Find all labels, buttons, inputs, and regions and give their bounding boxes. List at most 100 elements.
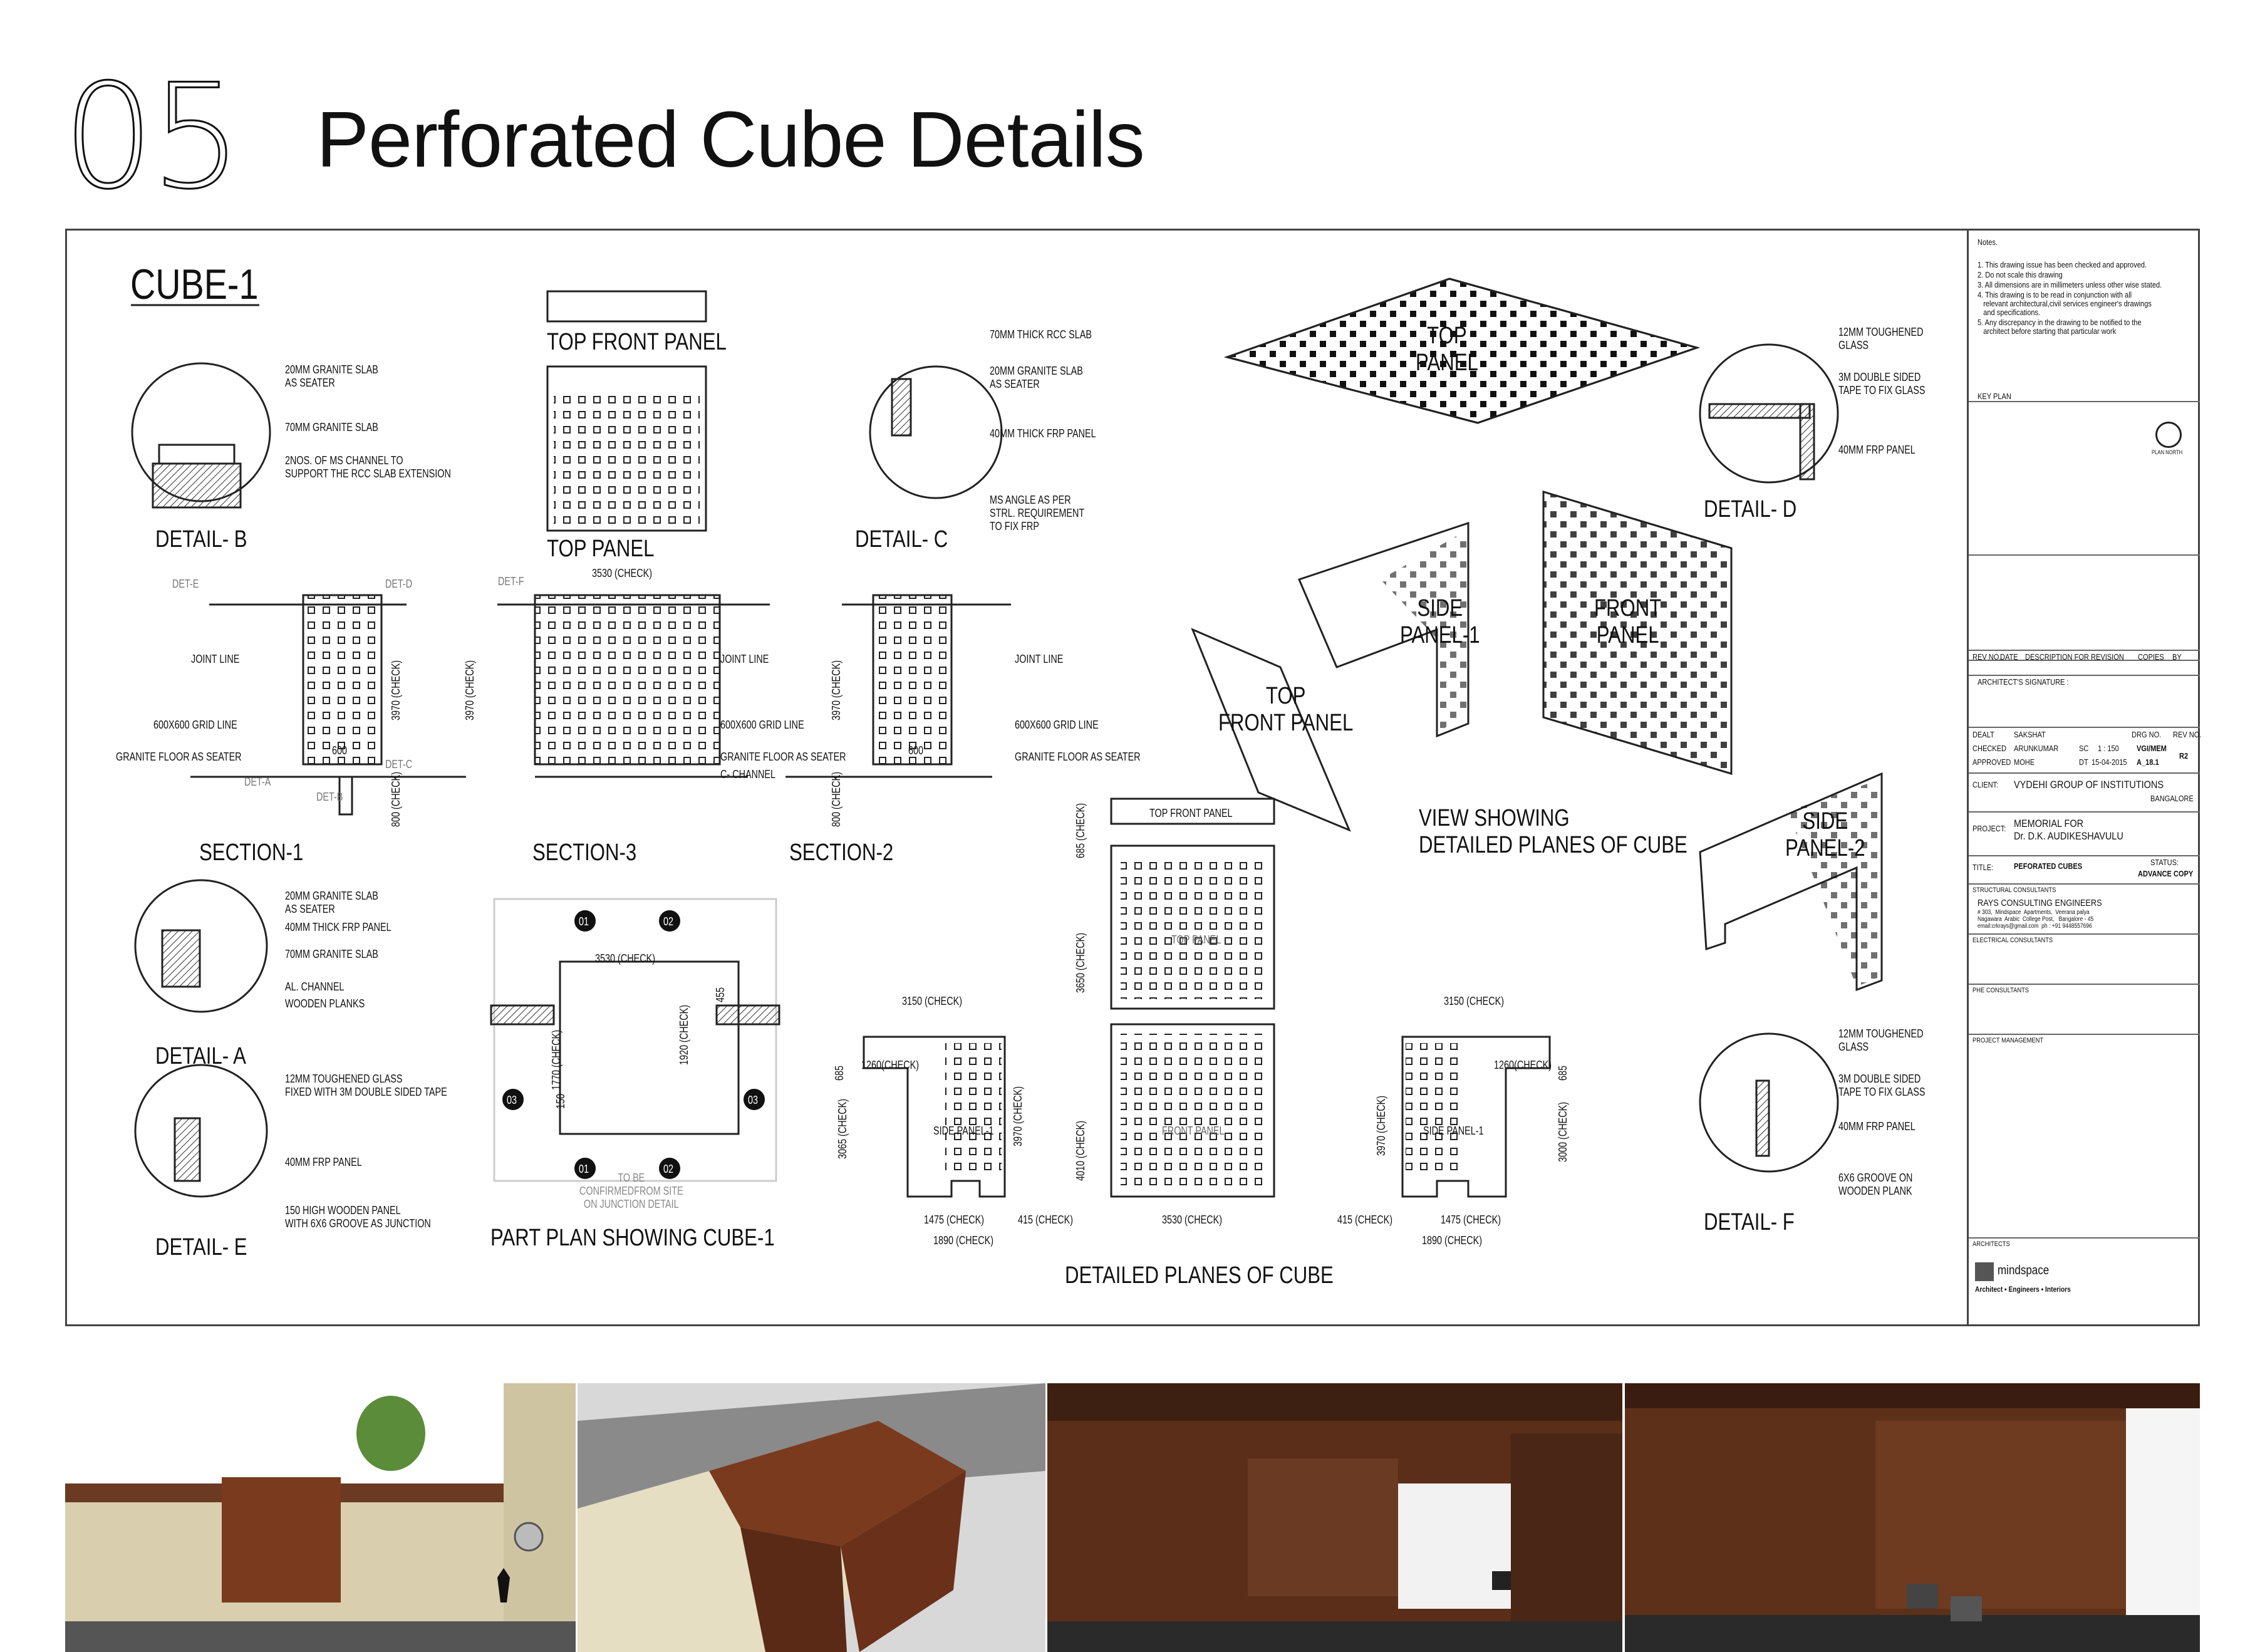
granite-floor-label-2: GRANITE FLOOR AS SEATER (720, 751, 846, 763)
date-value: 15-04-2015 (2092, 757, 2127, 767)
structural-label: STRUCTURAL CONSULTANTS (1972, 886, 2056, 894)
structural-address: # 303, Mindspace Apartments, Veerana pal… (1978, 909, 2094, 930)
status-label: STATUS: (2150, 858, 2179, 867)
title-block: Notes. 1. This drawing issue has been ch… (1967, 229, 2201, 1326)
dim-600-2: 600 (908, 744, 924, 757)
north-arrow-icon (2155, 422, 2182, 448)
dealt-by: SAKSHAT (2014, 730, 2046, 739)
detail-e-note-1: 12MM TOUGHENED GLASS FIXED WITH 3M DOUBL… (285, 1073, 447, 1098)
note-5: relevant architectural,civil services en… (1978, 299, 2152, 308)
planes-dim-3970-b: 3970 (CHECK) (1375, 1095, 1387, 1156)
dim-800-sec2: 800 (CHECK) (830, 771, 842, 827)
dt-label: DT (2079, 757, 2088, 767)
plan-dim-1770: 1770 (CHECK) (550, 1029, 562, 1090)
note-7: 5. Any discrepancy in the drawing to be … (1978, 318, 2142, 327)
approved-label: APPROVED (1972, 757, 2011, 767)
detail-c-note-4: MS ANGLE AS PER STRL. REQUIREMENT TO FIX… (990, 494, 1085, 532)
detail-a-note-5: WOODEN PLANKS (285, 997, 365, 1010)
drawing-linework (131, 278, 1883, 1198)
rev-col-date: DATE (2000, 652, 2018, 662)
architect-signature-label: ARCHITECT'S SIGNATURE : (1978, 677, 2069, 687)
detail-f-note-4: 6X6 GROOVE ON WOODEN PLANK (1838, 1171, 1913, 1197)
iso-side-panel-1-label: SIDE PANEL-1 (1400, 595, 1480, 648)
sheet-number: 05 (62, 54, 244, 221)
planes-dim-415-a: 415 (CHECK) (1018, 1213, 1074, 1226)
planes-dim-4010: 4010 (CHECK) (1074, 1120, 1087, 1181)
detail-c-note-2: 20MM GRANITE SLAB AS SEATER (990, 365, 1083, 390)
note-8: architect before starting that particula… (1978, 326, 2117, 336)
view-caption: VIEW SHOWING DETAILED PLANES OF CUBE (1419, 805, 1687, 858)
section-2-title: SECTION-2 (789, 839, 894, 866)
planes-dim-415-b: 415 (CHECK) (1337, 1213, 1393, 1226)
detail-c-title: DETAIL- C (855, 526, 948, 553)
dim-3970-sec1: 3970 (CHECK) (390, 660, 402, 720)
iso-side-panel-2-label: SIDE PANEL-2 (1785, 808, 1865, 861)
planes-dim-685: 685 (CHECK) (1074, 803, 1087, 858)
planes-side1-label: SIDE PANEL-1 (933, 1125, 994, 1137)
note-2: 2. Do not scale this drawing (1978, 270, 2063, 279)
note-6: and specifications. (1978, 308, 2041, 317)
dim-3970-sec3: 3970 (CHECK) (464, 660, 476, 720)
det-e-tag: DET-E (172, 578, 199, 590)
dim-3970-sec2: 3970 (CHECK) (830, 660, 842, 720)
rev-col-no: REV NO. (1972, 652, 2001, 662)
notes-heading: Notes. (1978, 237, 1998, 247)
render-street-view (65, 1383, 576, 1652)
render-aerial-view (578, 1383, 1045, 1652)
planes-top-front-label: TOP FRONT PANEL (1149, 807, 1233, 819)
planes-dim-3650: 3650 (CHECK) (1074, 932, 1087, 993)
planes-dim-3150-b: 3150 (CHECK) (1444, 995, 1505, 1007)
structural-name: RAYS CONSULTING ENGINEERS (1978, 898, 2102, 908)
sheet-value: A_18.1 (2137, 757, 2159, 767)
page-title: Perforated Cube Details (316, 95, 1145, 184)
checked-label: CHECKED (1972, 744, 2007, 753)
planes-dim-3065: 3065 (CHECK) (836, 1098, 849, 1159)
planes-dim-1260-a: 1260(CHECK) (861, 1059, 920, 1071)
drg-no-value: VGI/MEM (2137, 744, 2167, 753)
detail-d-title: DETAIL- D (1704, 496, 1797, 522)
planes-dim-1475-b: 1475 (CHECK) (1441, 1213, 1501, 1226)
detail-e-note-3: 150 HIGH WOODEN PANEL WITH 6X6 GROOVE AS… (285, 1204, 431, 1230)
dim-3530-section: 3530 (CHECK) (592, 567, 653, 579)
note-1: 1. This drawing issue has been checked a… (1978, 260, 2147, 269)
plan-marker-1: 01 (579, 915, 589, 928)
render-interior-view-1 (1047, 1383, 1622, 1652)
detail-f-note-2: 3M DOUBLE SIDED TAPE TO FIX GLASS (1838, 1073, 1926, 1098)
detail-b-note-3: 2NOS. OF MS CHANNEL TO SUPPORT THE RCC S… (285, 454, 451, 480)
rev-col-desc: DESCRIPTION FOR REVISION (2025, 652, 2124, 662)
detail-d-note-2: 3M DOUBLE SIDED TAPE TO FIX GLASS (1838, 371, 1926, 397)
sc-label: SC (2079, 744, 2089, 753)
rev-value: R2 (2179, 751, 2189, 761)
detail-a-note-4: AL. CHANNEL (285, 980, 345, 993)
title-label: TITLE: (1972, 863, 1994, 872)
c-channel-label: C- CHANNEL (720, 768, 776, 781)
rendered-views (65, 1383, 2200, 1652)
detail-e-note-2: 40MM FRP PANEL (285, 1156, 362, 1168)
cube-title: CUBE-1 (130, 261, 259, 308)
dim-600-1: 600 (332, 744, 348, 757)
detail-a-note-1: 20MM GRANITE SLAB AS SEATER (285, 890, 378, 915)
grid-line-label-2: 600X600 GRID LINE (720, 719, 804, 731)
plan-dim-1920: 1920 (CHECK) (678, 1004, 690, 1065)
planes-dim-1890-a: 1890 (CHECK) (933, 1234, 994, 1247)
detail-c-note-3: 40MM THICK FRP PANEL (990, 427, 1096, 440)
planes-side2-label: SIDE PANEL-1 (1423, 1125, 1484, 1137)
part-plan-title: PART PLAN SHOWING CUBE-1 (490, 1225, 775, 1251)
plan-note: TO BE CONFIRMEDFROM SITE ON JUNCTION DET… (579, 1171, 683, 1210)
plan-marker-2: 02 (663, 915, 674, 928)
plan-dim-455: 455 (714, 987, 727, 1002)
joint-line-label-3: JOINT LINE (1015, 653, 1064, 665)
firm-tagline: Architect • Engineers • Interiors (1975, 1285, 2071, 1294)
planes-title: DETAILED PLANES OF CUBE (1065, 1262, 1334, 1289)
detail-a-title: DETAIL- A (155, 1043, 246, 1069)
plan-dim-3530: 3530 (CHECK) (595, 952, 656, 965)
rev-col-by: BY (2172, 652, 2182, 662)
granite-floor-label-1: GRANITE FLOOR AS SEATER (116, 751, 242, 763)
client-city: BANGALORE (2150, 794, 2194, 803)
joint-line-label-2: JOINT LINE (720, 653, 769, 665)
grid-line-label-1: 600X600 GRID LINE (153, 719, 237, 731)
client-name: VYDEHI GROUP OF INSTITUTIONS (2014, 779, 2164, 791)
pm-label: PROJECT MANAGEMENT (1972, 1037, 2044, 1044)
section-3-title: SECTION-3 (532, 839, 637, 866)
detail-c-note-1: 70MM THICK RCC SLAB (990, 328, 1092, 341)
